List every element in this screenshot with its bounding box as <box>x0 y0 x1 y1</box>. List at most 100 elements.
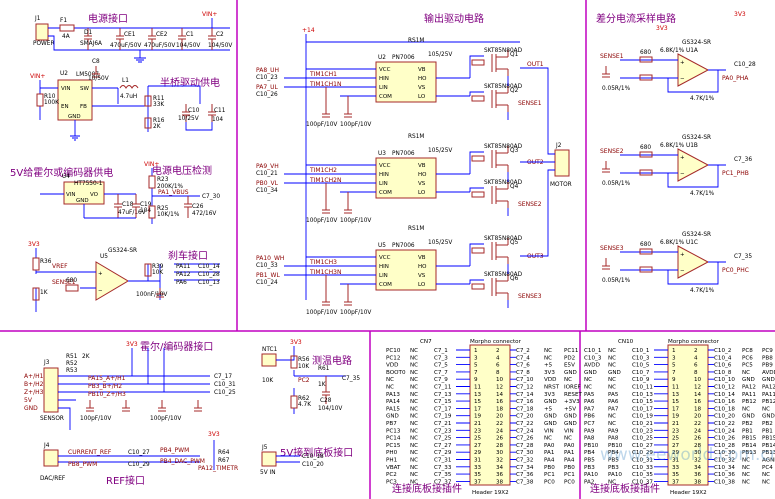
svg-text:31: 31 <box>474 458 482 464</box>
svg-text:PA1: PA1 <box>564 450 575 456</box>
svg-text:PC11: PC11 <box>564 348 579 354</box>
svg-text:DAC/REF: DAC/REF <box>40 476 65 482</box>
svg-text:SENSE1: SENSE1 <box>52 279 76 286</box>
svg-text:19: 19 <box>474 414 482 420</box>
svg-text:C10_15: C10_15 <box>632 399 653 405</box>
svg-text:15: 15 <box>474 399 482 405</box>
svg-text:TIM1CH1N: TIM1CH1N <box>309 81 341 88</box>
svg-text:PB4: PB4 <box>608 450 619 456</box>
svg-text:10: 10 <box>496 377 504 383</box>
svg-text:104/50V: 104/50V <box>176 43 200 49</box>
svg-text:GS324-SR: GS324-SR <box>682 40 711 46</box>
svg-text:SENSOR: SENSOR <box>40 416 64 422</box>
svg-text:26: 26 <box>496 436 504 442</box>
svg-text:PN7006: PN7006 <box>392 151 415 157</box>
svg-text:VB: VB <box>418 67 426 73</box>
svg-text:J2: J2 <box>555 143 562 149</box>
j1-label: POWER <box>33 41 54 47</box>
svg-text:AVDD: AVDD <box>584 363 600 369</box>
svg-text:C7_21: C7_21 <box>434 421 452 427</box>
svg-text:PA0_PHA: PA0_PHA <box>722 75 749 82</box>
svg-text:C7_35: C7_35 <box>434 472 452 478</box>
svg-text:LIN: LIN <box>379 273 388 279</box>
svg-text:PD2: PD2 <box>564 355 575 361</box>
svg-text:+5: +5 <box>544 363 553 369</box>
svg-text:COM: COM <box>379 282 392 288</box>
svg-text:PB10: PB10 <box>608 443 623 449</box>
svg-text:LO: LO <box>418 94 426 100</box>
svg-text:PA6: PA6 <box>608 399 619 405</box>
svg-text:33: 33 <box>672 465 680 471</box>
svg-text:C7_24: C7_24 <box>516 428 534 434</box>
power-input-section: 电源接口 J1 POWER F1 4A SMAJ6A D1 CE1 470uF/… <box>33 11 232 63</box>
svg-text:C10_33: C10_33 <box>256 263 278 269</box>
svg-text:28: 28 <box>694 443 702 449</box>
svg-text:GND: GND <box>24 405 38 412</box>
svg-text:PB0: PB0 <box>544 465 555 471</box>
svg-text:C10_36: C10_36 <box>714 472 735 478</box>
watermark: www.eeworld.com.cn <box>600 445 775 465</box>
svg-text:C7_3: C7_3 <box>434 355 448 361</box>
svg-text:Q3: Q3 <box>510 148 519 154</box>
svg-text:26: 26 <box>694 436 702 442</box>
svg-text:4.7K/1%: 4.7K/1% <box>690 96 715 102</box>
svg-text:LIN: LIN <box>379 85 388 91</box>
mosfet-symbol <box>491 146 509 172</box>
svg-text:4.7uH: 4.7uH <box>120 94 137 100</box>
svg-text:29: 29 <box>672 450 680 456</box>
svg-text:6.8K/1%: 6.8K/1% <box>660 48 685 54</box>
svg-text:C10_27: C10_27 <box>128 450 150 456</box>
svg-text:HIN: HIN <box>379 76 389 82</box>
svg-text:23: 23 <box>474 428 482 434</box>
svg-text:105/25V: 105/25V <box>428 240 452 246</box>
svg-text:7: 7 <box>474 370 478 376</box>
svg-text:VIN+: VIN+ <box>144 161 159 168</box>
opamp-symbol <box>677 148 710 182</box>
svg-text:NC: NC <box>410 414 418 420</box>
svg-text:VIN: VIN <box>564 428 574 434</box>
svg-text:C10_29: C10_29 <box>128 462 150 468</box>
svg-text:C10_20: C10_20 <box>302 462 324 468</box>
svg-text:27: 27 <box>672 443 680 449</box>
svg-text:36: 36 <box>496 472 504 478</box>
svg-text:NC: NC <box>410 348 418 354</box>
svg-text:21: 21 <box>474 421 482 427</box>
brake-section: 刹车接口 U5 GS324-SR +− VREF SENSE1 3V3 R36 … <box>28 241 220 312</box>
svg-text:HIN: HIN <box>379 264 389 270</box>
svg-text:R11: R11 <box>153 96 165 102</box>
connector-name: CN10 <box>618 339 634 345</box>
svg-text:C7_22: C7_22 <box>516 421 533 427</box>
svg-text:3V3: 3V3 <box>28 241 40 248</box>
svg-text:10/50V: 10/50V <box>88 76 109 82</box>
svg-text:PB14: PB14 <box>762 443 775 449</box>
svg-text:PA11: PA11 <box>742 392 756 398</box>
svg-text:+5V: +5V <box>564 406 576 412</box>
svg-text:SMAJ6A: SMAJ6A <box>80 41 102 47</box>
svg-text:0.05R/1%: 0.05R/1% <box>602 278 631 284</box>
svg-text:PB8_PWM: PB8_PWM <box>68 461 97 468</box>
svg-text:C7_23: C7_23 <box>434 428 452 434</box>
svg-text:VO: VO <box>90 192 99 198</box>
svg-text:3V3: 3V3 <box>290 339 302 346</box>
svg-text:VCC: VCC <box>379 67 391 73</box>
svg-text:HT7550-1: HT7550-1 <box>74 181 103 187</box>
svg-text:+3V3: +3V3 <box>564 399 580 405</box>
svg-text:C10_24: C10_24 <box>714 428 735 434</box>
svg-text:C10_26: C10_26 <box>256 92 278 98</box>
svg-text:NC: NC <box>608 355 616 361</box>
svg-text:PH1: PH1 <box>386 458 398 464</box>
svg-text:PB15: PB15 <box>762 436 775 442</box>
svg-text:U3: U3 <box>378 151 386 157</box>
svg-text:NC: NC <box>762 472 770 478</box>
svg-text:24: 24 <box>496 428 504 434</box>
svg-text:TIM1CH3N: TIM1CH3N <box>309 269 341 276</box>
svg-text:PB8: PB8 <box>762 355 773 361</box>
svg-text:PH0: PH0 <box>386 450 398 456</box>
svg-text:HO: HO <box>418 76 427 82</box>
svg-text:VIN: VIN <box>66 192 76 198</box>
